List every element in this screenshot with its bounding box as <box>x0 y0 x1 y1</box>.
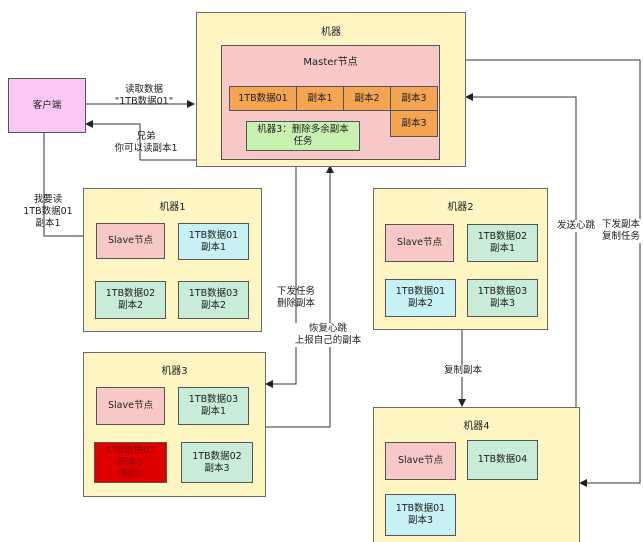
label-send-heartbeat: 发送心跳 <box>549 220 603 232</box>
m4-data04: 1TB数据04 <box>467 440 538 480</box>
m1-slave-node: Slave节点 <box>96 223 165 259</box>
m4-slave-node: Slave节点 <box>385 442 456 480</box>
label-heartbeat-report: 恢复心跳 上报自己的副本 <box>286 323 370 347</box>
machine-2-title: 机器2 <box>447 202 474 213</box>
machine-main-title: 机器 <box>321 27 341 38</box>
arrow-master-to-m4 <box>466 59 641 487</box>
label-dispatch-delete: 下发任务 删除副本 <box>276 286 315 309</box>
m3-slave-node: Slave节点 <box>96 387 165 425</box>
m2-data03-replica3: 1TB数据03 副本3 <box>467 279 538 317</box>
machine-1-title: 机器1 <box>159 202 186 213</box>
master-cell-replica3-extra: 副本3 <box>390 110 438 137</box>
master-title: Master节点 <box>303 57 358 68</box>
master-cell-replica1: 副本1 <box>296 86 344 111</box>
m3-data02-replica3: 1TB数据02 副本3 <box>181 442 253 483</box>
label-dispatch-copy: 下发副本 复制任务 <box>599 219 643 243</box>
arrow-master-to-client <box>85 120 141 160</box>
master-cell-replica2: 副本2 <box>343 86 391 111</box>
arrow-client-to-slave1 <box>43 133 91 240</box>
m2-slave-node: Slave节点 <box>385 224 454 262</box>
client-node: 客户端 <box>8 78 86 133</box>
machine-3-title: 机器3 <box>161 366 188 377</box>
m3-data01-replica3-deleted: 1TB数据01 副本3 （删除） <box>94 442 167 483</box>
m2-data01-replica2: 1TB数据01 副本2 <box>385 279 456 317</box>
arrow-master-to-m3 <box>265 166 297 388</box>
m3-data03-replica1: 1TB数据03 副本1 <box>178 387 249 425</box>
label-brother: 兄弟 你可以读副本1 <box>114 131 178 154</box>
master-cell-replica3: 副本3 <box>390 86 438 111</box>
m2-data02-replica1: 1TB数据02 副本1 <box>467 224 538 262</box>
m1-data01-replica1: 1TB数据01 副本1 <box>178 223 249 260</box>
arrow-m3-to-master <box>266 165 334 428</box>
master-cell-data01: 1TB数据01 <box>229 86 297 111</box>
label-read-data: 读取数据 "1TB数据01" <box>114 84 174 107</box>
m1-data02-replica2: 1TB数据02 副本2 <box>95 281 166 319</box>
machine-4-title: 机器4 <box>463 421 490 432</box>
label-copy-replica: 复制副本 <box>438 365 488 377</box>
m1-data03-replica2: 1TB数据03 副本2 <box>178 281 249 319</box>
master-delete-task: 机器3：删除多余副本 任务 <box>246 121 360 151</box>
label-want-read: 我要读 1TB数据01 副本1 <box>23 194 73 229</box>
m4-data01-replica3: 1TB数据01 副本3 <box>385 494 456 536</box>
